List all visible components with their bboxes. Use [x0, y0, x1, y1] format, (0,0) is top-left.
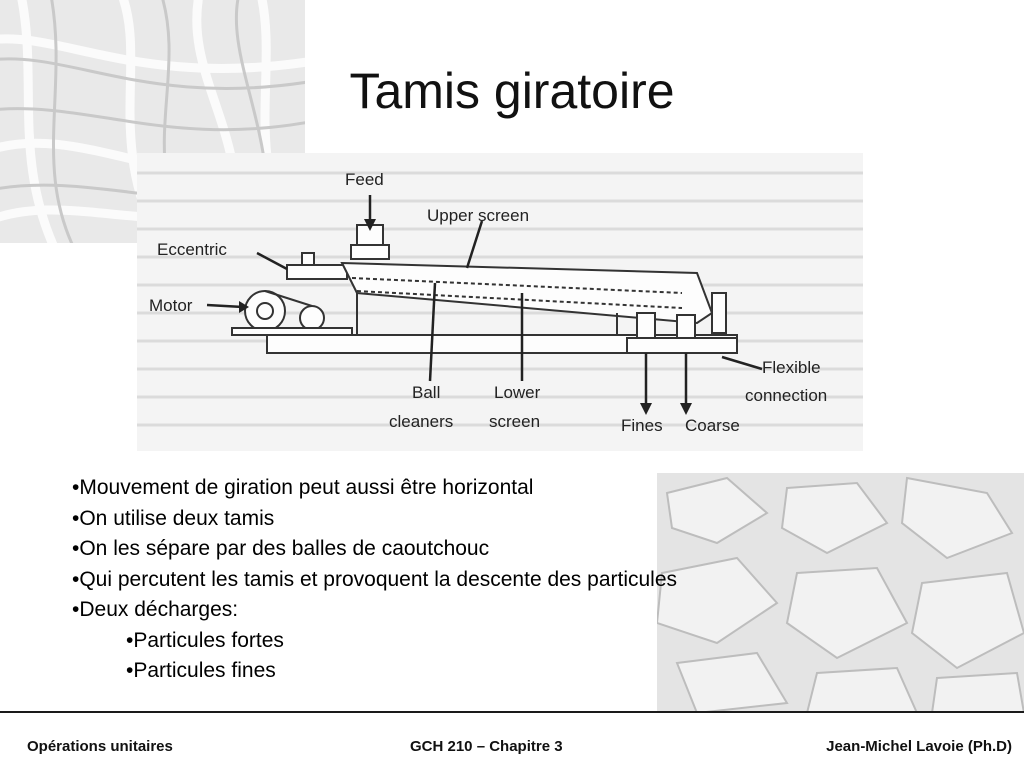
- label-motor: Motor: [149, 296, 193, 315]
- label-cleaners: cleaners: [389, 412, 453, 431]
- footer-course-name: Opérations unitaires: [27, 738, 173, 755]
- background-rock-texture: [657, 473, 1024, 713]
- bullet-item: •Qui percutent les tamis et provoquent l…: [72, 567, 678, 591]
- footer-divider: [0, 711, 1024, 713]
- label-coarse: Coarse: [685, 416, 740, 435]
- label-flexible: Flexible: [762, 358, 821, 377]
- label-ball: Ball: [412, 383, 440, 402]
- bullet-item: •On les sépare par des balles de caoutch…: [72, 537, 490, 560]
- label-lower: Lower: [494, 383, 541, 402]
- footer-author: Jean-Michel Lavoie (Ph.D): [826, 738, 1012, 755]
- sub-bullet-item: •Particules fortes: [126, 628, 284, 652]
- slide-title: Tamis giratoire: [349, 63, 675, 119]
- machine-drawing: [231, 224, 738, 354]
- bullet-item: •Mouvement de giration peut aussi être h…: [72, 476, 534, 499]
- gyratory-screen-diagram: Feed Upper screen Eccentric Motor Ball c…: [137, 153, 863, 451]
- label-upper-screen: Upper screen: [427, 206, 529, 225]
- bullet-list: •Mouvement de giration peut aussi être h…: [72, 473, 677, 687]
- label-feed: Feed: [345, 170, 384, 189]
- label-fines: Fines: [621, 416, 663, 435]
- sub-bullet-item: •Particules fines: [126, 659, 276, 682]
- label-connection: connection: [745, 386, 827, 405]
- label-screen: screen: [489, 412, 540, 431]
- bullet-item: •Deux décharges:: [72, 598, 239, 621]
- bullet-item: •On utilise deux tamis: [72, 506, 275, 530]
- label-eccentric: Eccentric: [157, 240, 227, 259]
- footer-chapter: GCH 210 – Chapitre 3: [410, 738, 563, 755]
